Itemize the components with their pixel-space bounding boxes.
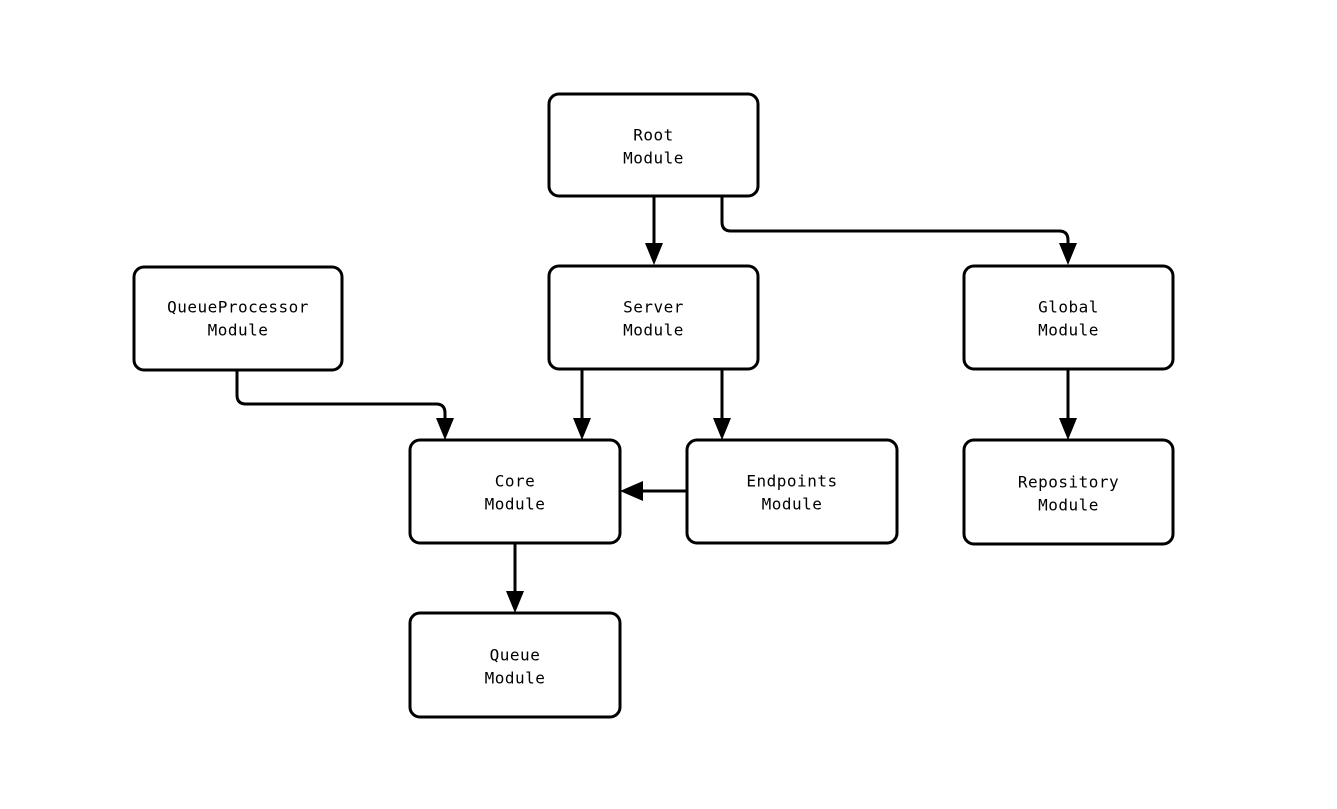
edge-queueprocessor-to-core[interactable] xyxy=(235,370,454,440)
node-root-module[interactable]: Root Module xyxy=(547,92,760,198)
node-box[interactable] xyxy=(408,611,622,719)
node-label-line1: Root xyxy=(633,126,674,145)
edge-core-to-queue[interactable] xyxy=(506,543,524,613)
node-label-line1: Queue xyxy=(490,646,541,665)
edge-line xyxy=(720,196,1070,247)
edge-line xyxy=(235,370,447,421)
node-queue-module[interactable]: Queue Module xyxy=(408,611,622,719)
node-label-line2: Module xyxy=(1038,496,1099,515)
node-box[interactable] xyxy=(685,438,899,545)
node-label-line1: Global xyxy=(1038,298,1099,317)
node-box[interactable] xyxy=(547,264,760,371)
arrow-head-icon xyxy=(713,418,731,440)
arrow-head-icon xyxy=(1059,243,1077,265)
node-box[interactable] xyxy=(962,264,1175,371)
edge-root-to-global[interactable] xyxy=(720,196,1077,265)
edge-server-to-core[interactable] xyxy=(573,369,591,440)
edge-endpoints-to-core[interactable] xyxy=(620,481,687,501)
edge-layer xyxy=(235,196,1077,613)
node-label-line1: Endpoints xyxy=(746,472,837,491)
node-label-line1: Server xyxy=(623,298,684,317)
node-label-line1: QueueProcessor xyxy=(167,298,309,317)
node-label-line1: Repository xyxy=(1018,473,1119,492)
node-core-module[interactable]: Core Module xyxy=(408,438,622,545)
node-box[interactable] xyxy=(962,438,1175,546)
node-label-line2: Module xyxy=(485,495,546,514)
arrow-head-icon xyxy=(620,481,643,501)
node-box[interactable] xyxy=(132,265,344,372)
node-label-line1: Core xyxy=(495,472,536,491)
node-label-line2: Module xyxy=(623,321,684,340)
node-layer: Root Module QueueProcessor Module Server… xyxy=(132,92,1175,719)
node-label-line2: Module xyxy=(485,669,546,688)
edge-global-to-repository[interactable] xyxy=(1059,369,1077,440)
arrow-head-icon xyxy=(436,418,454,440)
node-box[interactable] xyxy=(408,438,622,545)
node-label-line2: Module xyxy=(623,149,684,168)
node-repository-module[interactable]: Repository Module xyxy=(962,438,1175,546)
arrow-head-icon xyxy=(573,418,591,440)
edge-root-to-server[interactable] xyxy=(645,196,663,265)
arrow-head-icon xyxy=(1059,418,1077,440)
arrow-head-icon xyxy=(506,591,524,613)
node-label-line2: Module xyxy=(1038,321,1099,340)
arrow-head-icon xyxy=(645,243,663,265)
node-box[interactable] xyxy=(547,92,760,198)
node-global-module[interactable]: Global Module xyxy=(962,264,1175,371)
node-label-line2: Module xyxy=(208,321,269,340)
node-endpoints-module[interactable]: Endpoints Module xyxy=(685,438,899,545)
node-server-module[interactable]: Server Module xyxy=(547,264,760,371)
edge-server-to-endpoints[interactable] xyxy=(713,369,731,440)
node-label-line2: Module xyxy=(762,495,823,514)
node-queueprocessor-module[interactable]: QueueProcessor Module xyxy=(132,265,344,372)
